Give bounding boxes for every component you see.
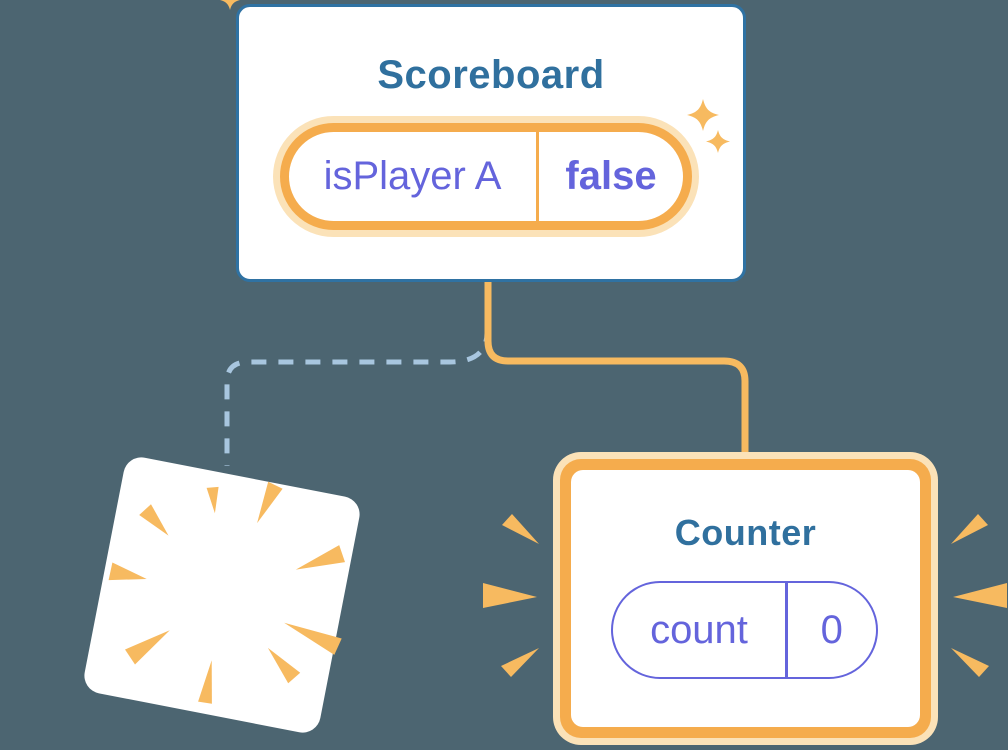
scoreboard-state-pill: isPlayer A false xyxy=(273,116,699,237)
pill-divider xyxy=(785,583,788,677)
pill-divider xyxy=(536,132,539,221)
corner-sparkle-icon xyxy=(220,0,240,10)
counter-state-name: count xyxy=(650,607,748,652)
counter-card-body: Counter count 0 xyxy=(571,470,920,727)
scoreboard-title: Scoreboard xyxy=(377,53,605,97)
counter-title: Counter xyxy=(674,512,817,553)
counter-state-pill: count 0 xyxy=(611,581,878,679)
counter-component-card: Counter count 0 xyxy=(553,452,938,745)
scoreboard-state-value: false xyxy=(565,154,657,198)
counter-card-border: Counter count 0 xyxy=(560,459,931,738)
emphasis-rays-icon xyxy=(483,514,1007,677)
poof-burst-icon xyxy=(108,481,345,704)
dashed-connector-line xyxy=(224,332,490,466)
sparkle-stars-icon xyxy=(687,99,730,153)
scoreboard-component-card: Scoreboard isPlayer A false xyxy=(236,4,746,282)
scoreboard-state-name: isPlayer A xyxy=(323,154,502,198)
scoreboard-state-pill-inner: isPlayer A false xyxy=(280,123,692,230)
orange-connector-line xyxy=(484,282,749,456)
counter-state-value: 0 xyxy=(820,607,843,652)
